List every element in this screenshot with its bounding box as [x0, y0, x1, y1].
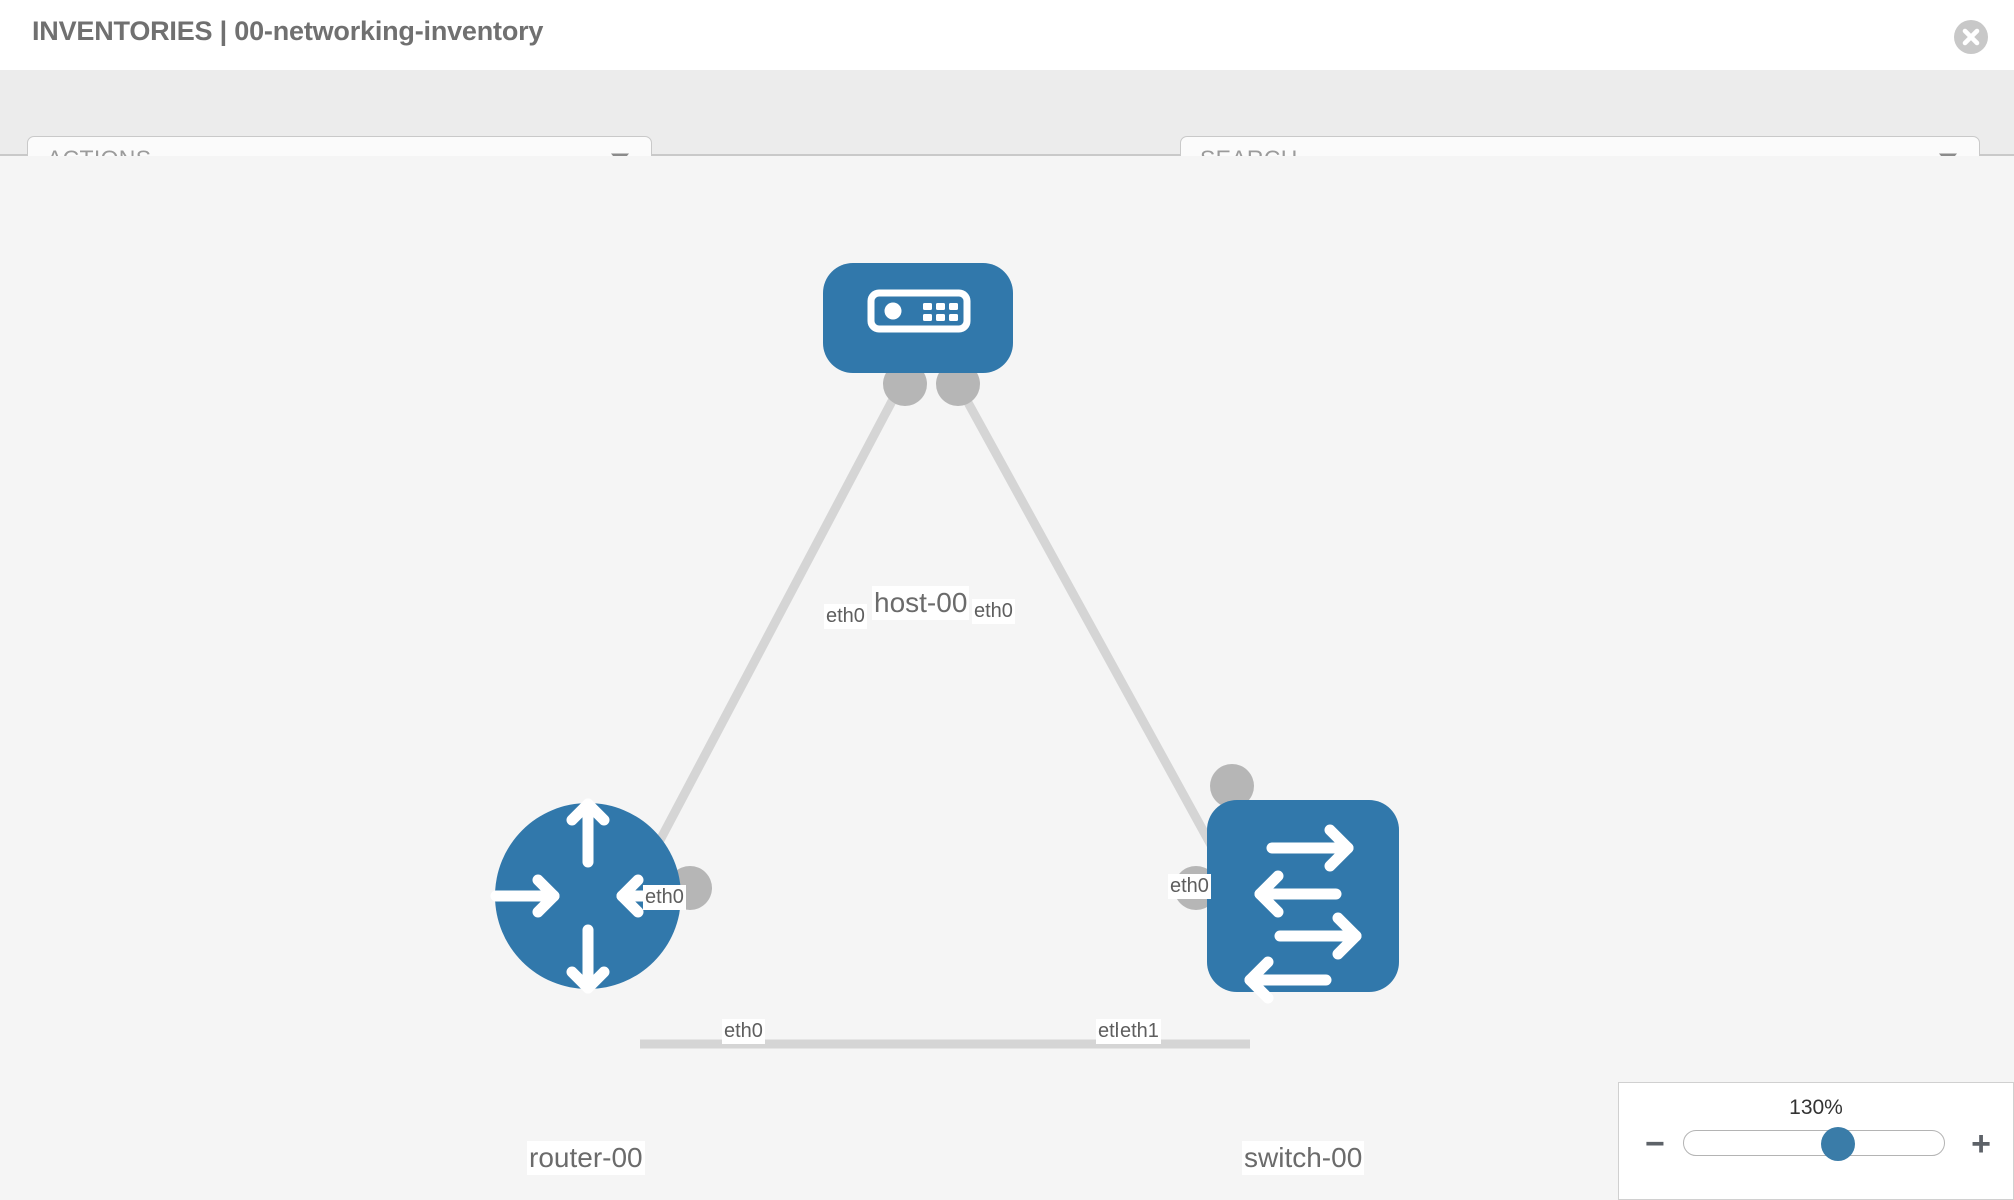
- zoom-in-button[interactable]: +: [1971, 1125, 1991, 1163]
- zoom-out-button[interactable]: −: [1645, 1125, 1665, 1163]
- interface-label-router-right: eth0: [722, 1019, 765, 1044]
- zoom-slider[interactable]: [1683, 1127, 1945, 1161]
- link-host00-switch00: [956, 385, 1254, 919]
- node-label-switch-00: switch-00: [1242, 1141, 1365, 1175]
- connector-dot: [1210, 764, 1254, 808]
- interface-label-router-up: eth0: [643, 885, 686, 910]
- topology-graph: [490, 263, 1399, 1049]
- node-label-host-00: host-00: [872, 586, 970, 620]
- interface-label-host-right: eth0: [972, 599, 1015, 624]
- interface-label-host-left: eth0: [824, 604, 867, 629]
- interface-label-switch-up: eth0: [1168, 874, 1211, 899]
- zoom-control-panel: 130% − +: [1618, 1082, 2014, 1200]
- node-host-00: [823, 263, 1013, 373]
- switch-arrows-icon: [1244, 824, 1362, 1004]
- topology-canvas[interactable]: eth0 eth0 eth0 eth0 eth0 eth0 eth1 host-…: [0, 156, 2014, 1200]
- node-switch-00: [1207, 800, 1399, 1004]
- node-shape-router: [495, 803, 681, 989]
- zoom-slider-thumb[interactable]: [1820, 1127, 1855, 1161]
- close-icon[interactable]: [1954, 20, 1988, 54]
- toolbar: ACTIONS SEARCH: [0, 70, 2014, 200]
- node-label-router-00: router-00: [527, 1141, 645, 1175]
- node-shape-host: [823, 263, 1013, 373]
- server-icon: [867, 289, 971, 333]
- interface-label-switch-left-eth1: eth1: [1118, 1019, 1161, 1044]
- link-host00-router00: [616, 383, 904, 919]
- topology-links: [616, 383, 1254, 1049]
- window-header: INVENTORIES | 00-networking-inventory: [0, 0, 2014, 70]
- topology-connectors: [668, 362, 1254, 910]
- page-title: INVENTORIES | 00-networking-inventory: [32, 16, 544, 46]
- zoom-level-label: 130%: [1789, 1096, 1843, 1119]
